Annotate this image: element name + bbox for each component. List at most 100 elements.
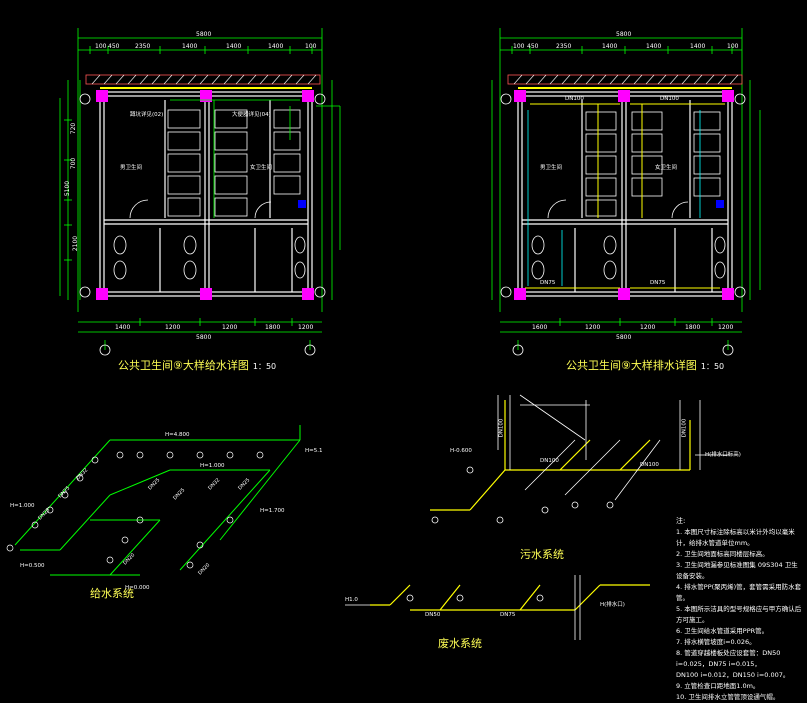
plan-left-pipes	[170, 99, 341, 250]
plan-left-note-2: 大便器详见(04)	[232, 112, 271, 118]
svg-text:DN25: DN25	[57, 485, 71, 499]
plan-left-scale: 1：50	[252, 362, 277, 371]
plan-right-title-text: 公共卫生间⑨大样排水详图	[566, 359, 697, 372]
note-item-5: 5. 本图所示洁具的型号规格应与甲方确认后方可施工。	[676, 605, 802, 624]
waste-pipes	[370, 584, 650, 611]
plan-left-room-men: 男卫生间	[120, 165, 143, 171]
plan-right-axis-bubbles	[500, 93, 746, 356]
plan-right-scale: 1：50	[700, 362, 725, 371]
note-item-8: 8. 管道穿越楼板处应设套管：DN50 i=0.025，DN75 i=0.015…	[676, 649, 781, 668]
note-item-3: 3. 卫生间地漏参见标准图集 09S304 卫生设备安装。	[676, 561, 798, 580]
plan-left-axis-bubbles	[79, 93, 326, 356]
plan-right-pipe-2: DN100	[660, 96, 679, 102]
plan-left-dim-top-4: 1400	[182, 43, 198, 50]
plan-left-dim-bottom-1: 1400	[115, 324, 131, 331]
plan-left-dim-bottom-5: 1200	[298, 324, 314, 331]
waste-height-1: H1.0	[345, 597, 358, 603]
sewage-system-label: 污水系统	[520, 548, 564, 561]
sewage-pipe-2: DN100	[681, 418, 688, 438]
svg-text:DN32: DN32	[75, 467, 89, 481]
plan-left-title-text: 公共卫生间⑨大样给水详图	[118, 359, 249, 372]
supply-height-2: H=1.000	[10, 503, 35, 509]
supply-system-label: 给水系统	[90, 587, 134, 600]
supply-fixtures	[6, 451, 264, 569]
general-notes: 注: 1. 本图尺寸标注除标高以米计外均以毫米计，给排水管道单位mm。 2. 卫…	[676, 516, 804, 703]
plan-left-dim-left-2: 700	[70, 157, 78, 170]
note-item-10: 9. 立管检查口距地面1.0m。	[676, 682, 760, 690]
plan-right-dim-top-1: 100	[513, 43, 525, 50]
plan-left-dim-total-top: 5800	[196, 31, 212, 38]
plan-right-dim-total-bottom: 5800	[616, 334, 632, 341]
note-item-1: 1. 本图尺寸标注除标高以米计外均以毫米计，给排水管道单位mm。	[676, 528, 795, 547]
note-item-9: DN100 i=0.012，DN150 i=0.007。	[676, 671, 790, 679]
plan-right-pipe-4: DN75	[650, 280, 666, 286]
plan-left-dim-total-left: 5100	[64, 180, 72, 197]
svg-text:DN25: DN25	[147, 477, 161, 491]
plan-right-cyan-pipes	[527, 110, 701, 286]
sewage-height-2: H(排水口标高)	[705, 452, 741, 458]
plan-right-dim-bottom-3: 1200	[640, 324, 656, 331]
plan-left-dim-top-3: 2350	[135, 43, 151, 50]
waste-risers	[345, 575, 581, 640]
plan-right-room-men: 男卫生间	[540, 165, 563, 171]
plan-left-dim-bottom-3: 1200	[222, 324, 238, 331]
plan-right-drain-pipes	[525, 103, 725, 289]
plan-left-dim-top-2: 450	[108, 43, 120, 50]
plan-left-dim-top-6: 1400	[268, 43, 284, 50]
plan-left-dim-total-bottom: 5800	[196, 334, 212, 341]
plan-left-dim-top-7: 100	[305, 43, 317, 50]
supply-height-7: H=5.1	[305, 448, 323, 454]
plan-left-stalls	[113, 109, 306, 280]
supply-height-6: H=1.000	[200, 463, 225, 469]
svg-text:DN25: DN25	[37, 507, 51, 521]
supply-height-4: H=1.700	[260, 508, 285, 514]
svg-text:DN20: DN20	[197, 562, 211, 576]
notes-heading: 注:	[676, 517, 686, 525]
sewage-pipe-3: DN100	[540, 458, 559, 464]
plan-left-dimensions	[59, 28, 333, 350]
plan-right	[491, 28, 761, 356]
plan-right-dimensions	[491, 28, 761, 350]
supply-system: DN25 DN25 DN32 DN25 DN25 DN32 DN25 DN20 …	[6, 425, 301, 576]
sewage-pipe-4: DN100	[640, 462, 659, 468]
sewage-risers	[431, 394, 730, 524]
plan-left-room-women: 女卫生间	[250, 165, 273, 171]
svg-text:DN32: DN32	[207, 477, 221, 491]
sewage-pipes	[430, 400, 691, 511]
supply-height-3: H=0.500	[20, 563, 45, 569]
plan-left-hatch	[91, 74, 317, 85]
plan-right-dim-top-7: 100	[727, 43, 739, 50]
plan-left-columns	[96, 90, 314, 300]
note-item-7: 7. 排水横管坡度i=0.026。	[676, 638, 756, 646]
plan-right-dim-bottom-1: 1600	[532, 324, 548, 331]
plan-right-dim-bottom-5: 1200	[718, 324, 734, 331]
plan-right-dim-bottom-4: 1800	[685, 324, 701, 331]
plan-left	[59, 28, 341, 356]
plan-left-dim-top-5: 1400	[226, 43, 242, 50]
sewage-height-1: H-0.600	[450, 448, 472, 454]
supply-pipes	[14, 425, 301, 576]
plan-right-pipe-3: DN75	[540, 280, 556, 286]
waste-height-2: H(排水口)	[600, 602, 625, 608]
plan-left-dim-left-6: 2100	[72, 235, 80, 252]
cad-drawing: DN25 DN25 DN32 DN25 DN25 DN32 DN25 DN20 …	[6, 28, 761, 640]
plan-right-dim-top-5: 1400	[646, 43, 662, 50]
note-item-2: 2. 卫生间地面标高同楼层标高。	[676, 550, 769, 558]
svg-text:DN25: DN25	[172, 487, 186, 501]
note-item-4: 4. 排水管PP(聚丙烯)管，套管需采用防水套管。	[676, 583, 802, 602]
svg-text:DN25: DN25	[237, 477, 251, 491]
note-item-6: 6. 卫生间给水管道采用PPR管。	[676, 627, 769, 635]
plan-left-note-1: 蹲坑详见(02)	[130, 112, 164, 118]
waste-pipe-2: DN75	[500, 612, 516, 618]
plan-right-dim-bottom-2: 1200	[585, 324, 601, 331]
plan-right-pipe-1: DN100	[565, 96, 584, 102]
plan-left-dim-bottom-2: 1200	[165, 324, 181, 331]
plan-right-dim-top-6: 1400	[690, 43, 706, 50]
plan-right-dim-top-3: 2350	[556, 43, 572, 50]
plan-right-dim-top-2: 450	[527, 43, 539, 50]
supply-height-1: H=4.800	[165, 432, 190, 438]
plan-right-dim-top-4: 1400	[602, 43, 618, 50]
svg-text:DN20: DN20	[122, 552, 136, 566]
